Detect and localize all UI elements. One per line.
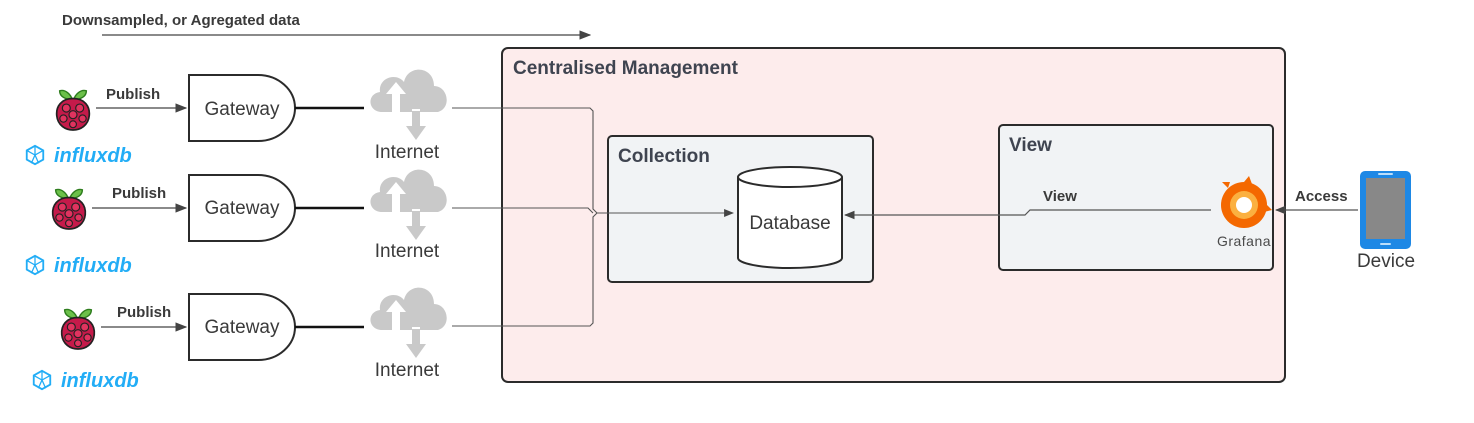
internet-3-link (452, 212, 598, 327)
publish-label: Publish (112, 185, 166, 202)
view-box (998, 124, 1274, 271)
internet-2-link (452, 207, 594, 214)
grafana-node: Grafana (1217, 176, 1272, 249)
raspberry-pi-icon (60, 308, 96, 350)
internet-label: Internet (375, 142, 440, 163)
top-note-label: Downsampled, or Agregated data (62, 12, 300, 29)
influxdb-icon (25, 144, 45, 166)
internet-label: Internet (375, 241, 440, 262)
gateway-node (188, 293, 296, 361)
internet-1-link (452, 107, 734, 217)
influxdb-icon (25, 254, 45, 276)
raspberry-pi-icon (51, 188, 87, 230)
gateway-label: Gateway (205, 198, 280, 219)
influxdb-icon (32, 369, 52, 391)
collection-title: Collection (618, 146, 710, 167)
raspberry-pi-icon (55, 89, 91, 131)
access-edge-label: Access (1295, 188, 1348, 205)
publish-label: Publish (117, 304, 171, 321)
device-row-2: Publish Gateway Internet influxdb (25, 168, 448, 277)
view-edge-label: View (1043, 188, 1077, 205)
cloud-icon (369, 286, 448, 359)
influxdb-label: influxdb (61, 370, 139, 392)
management-title: Centralised Management (513, 58, 739, 79)
influxdb-label: influxdb (54, 255, 132, 277)
gateway-node (188, 174, 296, 242)
gateway-node (188, 74, 296, 142)
gateway-label: Gateway (205, 99, 280, 120)
grafana-icon (1221, 176, 1272, 228)
database-node: Database (737, 166, 843, 269)
influxdb-label: influxdb (54, 145, 132, 167)
view-edge (843, 209, 1211, 220)
view-title: View (1009, 135, 1052, 156)
device-node: Device (1357, 171, 1415, 272)
cloud-icon (369, 168, 448, 241)
device-label: Device (1357, 251, 1415, 272)
gateway-label: Gateway (205, 317, 280, 338)
tablet-icon (1360, 171, 1411, 249)
database-label: Database (749, 213, 830, 234)
device-row-1: Publish Gateway Internet influxdb (25, 68, 448, 167)
publish-label: Publish (106, 86, 160, 103)
cloud-icon (369, 68, 448, 141)
device-row-3: Publish Gateway Internet influxdb (32, 286, 448, 392)
grafana-label: Grafana (1217, 233, 1271, 249)
internet-label: Internet (375, 360, 440, 381)
